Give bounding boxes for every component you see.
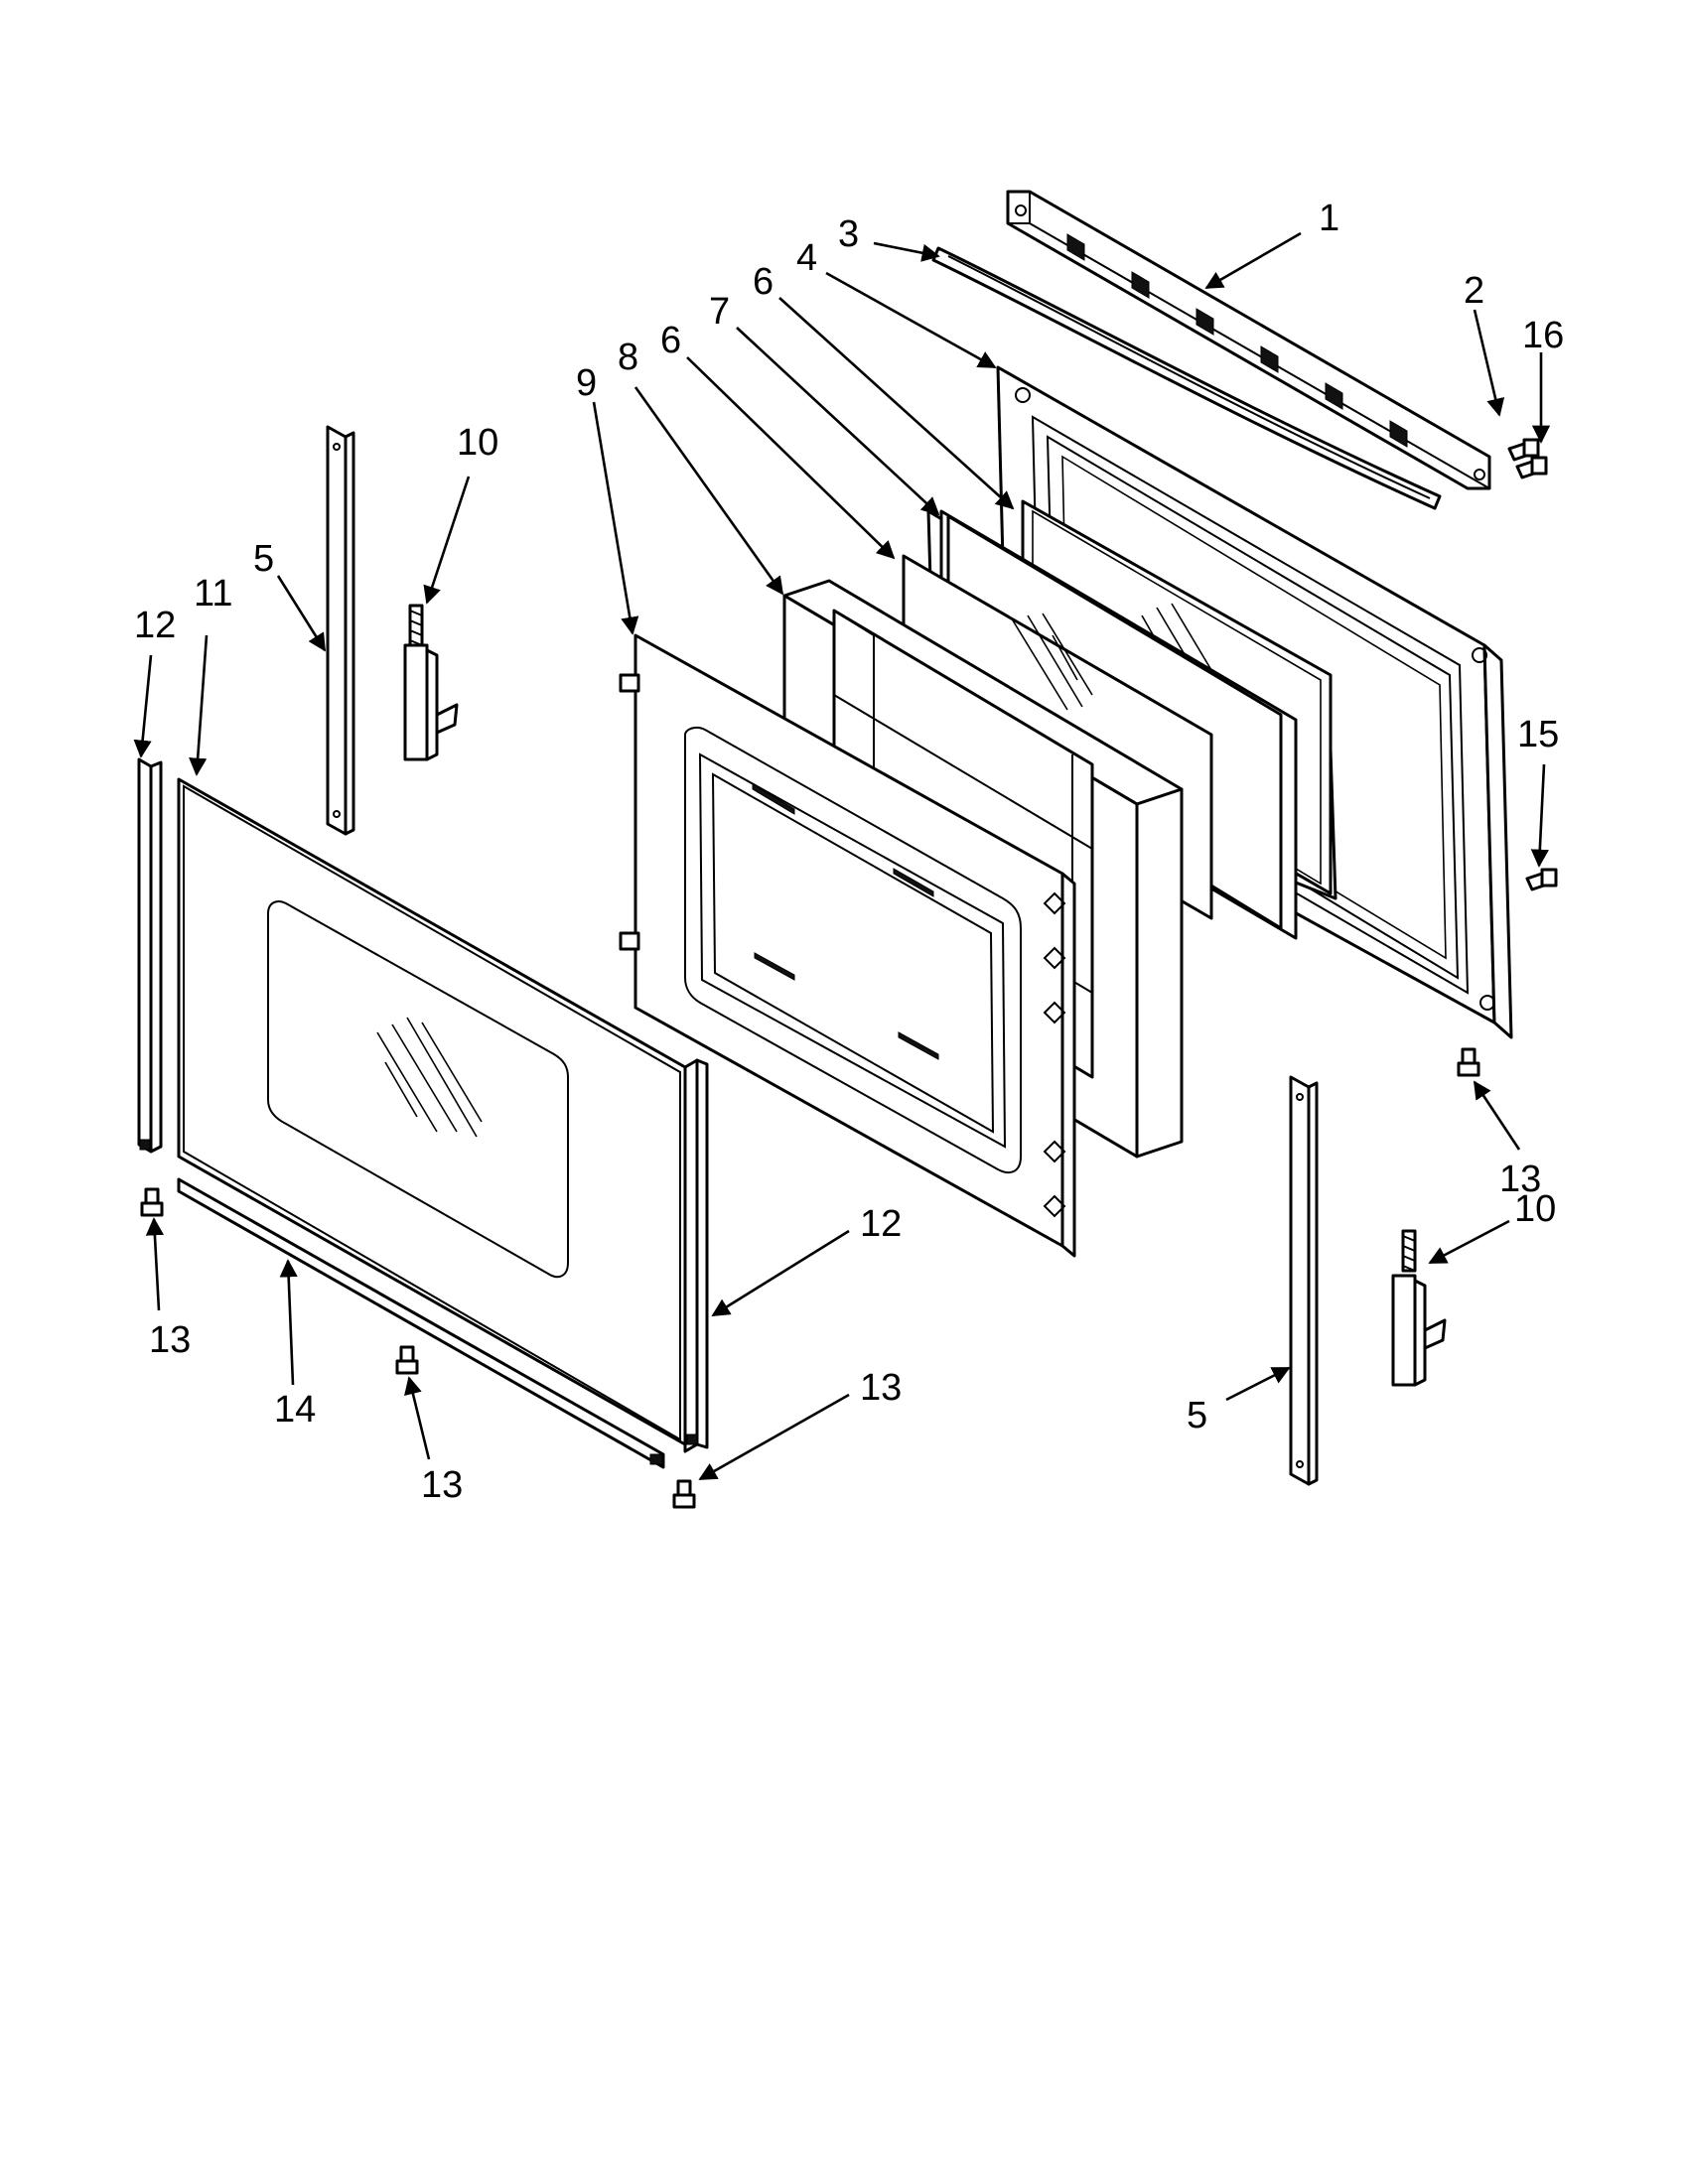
callout-10-upper: 10 — [457, 422, 498, 464]
callout-13-center: 13 — [421, 1464, 463, 1506]
callout-7: 7 — [709, 291, 730, 333]
door-trim-bottom-part — [177, 1177, 665, 1469]
callout-8: 8 — [618, 337, 638, 378]
leader-lines — [133, 231, 1551, 1481]
callout-5-lower: 5 — [1187, 1395, 1207, 1436]
callout-2: 2 — [1464, 270, 1484, 312]
callout-14: 14 — [274, 1389, 316, 1431]
callout-13-bottom: 13 — [860, 1367, 902, 1409]
callout-13-right: 13 — [1499, 1159, 1541, 1200]
screw-part-13-bottom — [672, 1479, 696, 1509]
door-channel-left-part — [326, 425, 355, 836]
callout-6-lower: 6 — [660, 320, 681, 361]
callout-13-left: 13 — [149, 1319, 191, 1361]
callout-12-lower: 12 — [860, 1203, 902, 1245]
callout-3: 3 — [838, 213, 859, 255]
door-handle-part — [931, 246, 1442, 510]
callout-4: 4 — [796, 237, 817, 279]
callout-9: 9 — [576, 362, 597, 404]
callout-labels: 1 2 3 4 6 7 6 8 9 16 10 5 12 11 15 13 10… — [134, 198, 1564, 1506]
door-hinge-lower-part — [1391, 1229, 1447, 1387]
callout-10-lower: 10 — [1514, 1188, 1556, 1230]
callout-15: 15 — [1517, 714, 1559, 755]
screw-part-2 — [1507, 438, 1540, 462]
screw-part-13-right — [1457, 1047, 1480, 1077]
callout-6-upper: 6 — [753, 261, 774, 303]
inner-door-liner-part — [619, 633, 1076, 1258]
end-cap-right-part — [683, 1058, 709, 1453]
callout-16: 16 — [1522, 315, 1564, 356]
door-hinge-upper-part — [403, 604, 459, 761]
control-panel-trim-part — [1006, 190, 1491, 490]
callout-1: 1 — [1319, 198, 1339, 239]
screw-part-15 — [1525, 868, 1558, 891]
end-cap-left-part — [137, 757, 163, 1154]
door-channel-right-part — [1289, 1075, 1319, 1486]
screw-part-13-left — [140, 1187, 164, 1217]
screw-part-13-center — [395, 1345, 419, 1375]
callout-12-upper: 12 — [134, 605, 176, 646]
screw-part-16 — [1515, 456, 1548, 479]
callout-11: 11 — [194, 573, 232, 614]
outer-door-glass-panel-part — [177, 777, 687, 1446]
callout-5-upper: 5 — [253, 538, 274, 580]
